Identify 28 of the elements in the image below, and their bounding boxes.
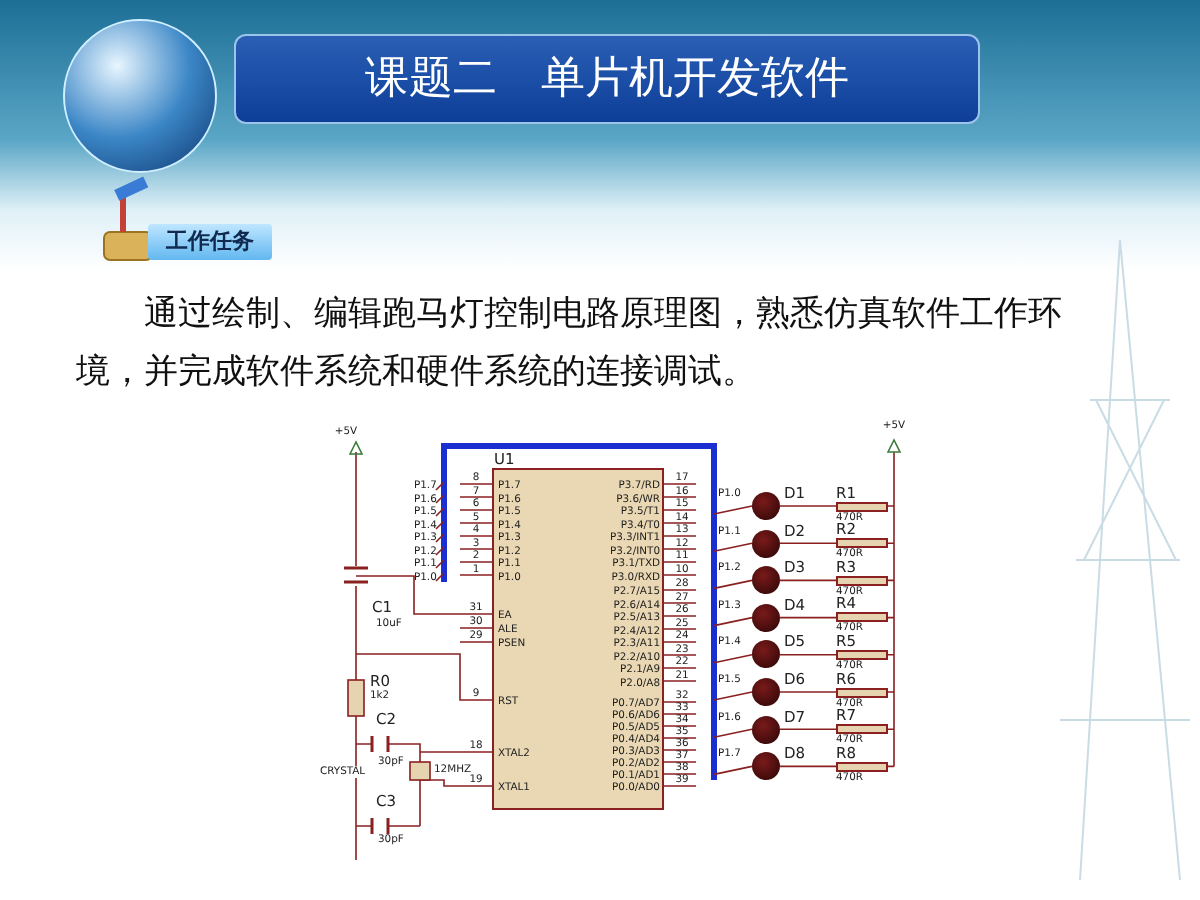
wire	[779, 654, 837, 656]
led-symbol	[752, 640, 780, 669]
resistor-symbol	[836, 575, 888, 586]
led-symbol	[752, 566, 780, 595]
wire	[779, 579, 837, 582]
resistor-symbol	[836, 761, 888, 772]
resistor-symbol	[836, 649, 888, 660]
wire	[779, 765, 837, 768]
wire	[779, 691, 837, 693]
resistor-symbol	[836, 724, 888, 735]
title-banner: 课题二 单片机开发软件	[234, 34, 980, 124]
wire	[779, 728, 837, 730]
wire	[779, 505, 837, 507]
section-tab: 工作任务	[148, 224, 272, 260]
resistor-symbol	[836, 501, 888, 511]
led-symbol	[752, 715, 780, 744]
chip-body	[492, 468, 664, 810]
led-symbol	[752, 529, 780, 558]
resistor-symbol	[836, 687, 888, 697]
wire	[779, 542, 837, 544]
resistor-symbol	[836, 612, 888, 623]
resistor-symbol	[836, 538, 888, 549]
wire	[779, 616, 837, 619]
led-symbol	[752, 678, 780, 706]
led-symbol	[752, 492, 780, 520]
led-symbol	[752, 752, 780, 781]
task-description: 通过绘制、编辑跑马灯控制电路原理图，熟悉仿真软件工作环境，并完成软件系统和硬件系统的连接调试。	[76, 292, 1064, 396]
led-symbol	[752, 603, 780, 632]
